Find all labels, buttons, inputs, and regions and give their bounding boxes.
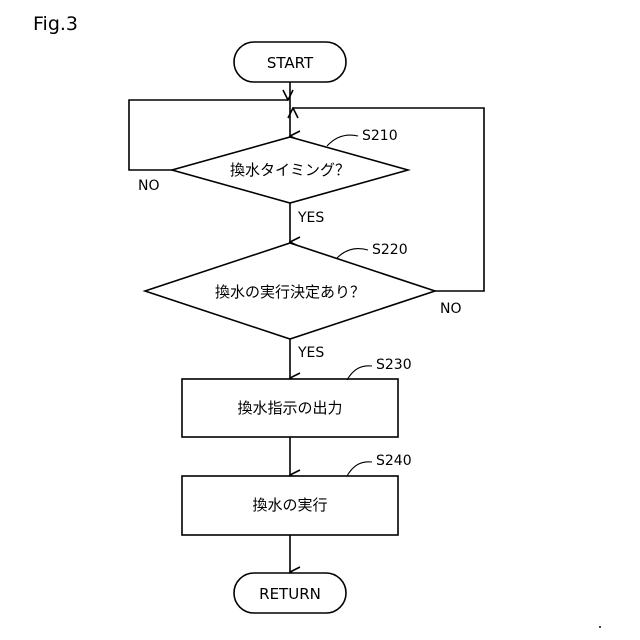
process-execute-water-change: 換水の実行: [182, 476, 398, 535]
return-label: RETURN: [259, 585, 321, 603]
decision-water-change-timing: 換水タイミング？: [172, 137, 408, 203]
branch-label-d1-yes: YES: [297, 210, 324, 226]
branch-label-d2-no: NO: [440, 301, 462, 317]
decision2-label: 換水の実行決定あり？: [215, 283, 365, 301]
figure-label: Fig.3: [33, 13, 78, 35]
process2-label: 換水の実行: [252, 496, 327, 514]
step-id-s210: S210: [362, 128, 398, 144]
step-id-s240: S240: [376, 453, 412, 469]
decision1-label: 換水タイミング？: [230, 161, 350, 179]
step-id-s220: S220: [372, 242, 408, 258]
step-id-s230: S230: [376, 357, 412, 373]
leader-s220: [337, 249, 368, 258]
branch-label-d1-no: NO: [138, 178, 160, 194]
return-terminal: RETURN: [234, 573, 346, 613]
leader-s240: [347, 462, 372, 476]
leader-s210: [327, 135, 358, 146]
process1-label: 換水指示の出力: [237, 399, 342, 417]
start-label: START: [267, 54, 314, 72]
stray-dot: [599, 626, 601, 628]
start-terminal: START: [234, 42, 346, 82]
branch-label-d2-yes: YES: [297, 345, 324, 361]
process-output-instruction: 換水指示の出力: [182, 379, 398, 437]
leader-s230: [347, 366, 372, 380]
